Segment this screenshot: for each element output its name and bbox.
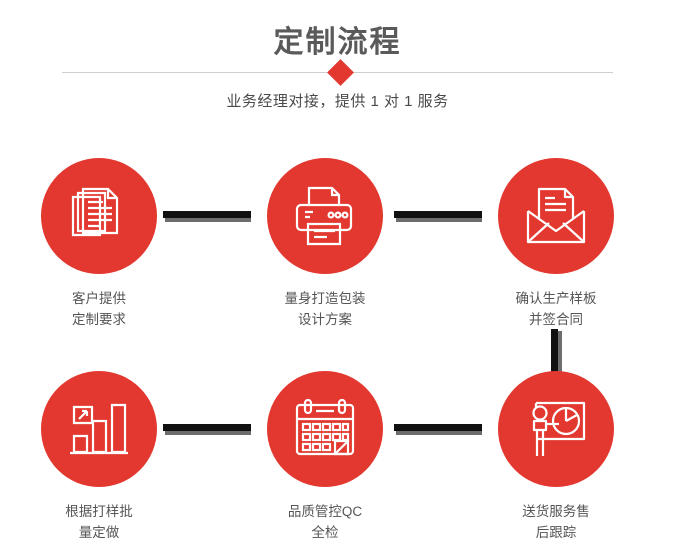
- bar-chart-icon: [70, 403, 128, 455]
- process-step-4[interactable]: 根据打样批 量定做: [19, 371, 179, 543]
- diamond-accent-icon: [327, 59, 354, 86]
- connector-horizontal-2: [394, 211, 482, 222]
- connector-horizontal-4: [394, 424, 482, 435]
- step-5-label: 品质管控QC 全检: [287, 504, 363, 540]
- documents-icon: [71, 187, 119, 237]
- connector-horizontal-3: [163, 424, 251, 435]
- connector-bar: [394, 424, 482, 431]
- step-3-label: 确认生产样板 并签合同: [515, 291, 597, 327]
- connector-shadow: [396, 218, 482, 222]
- connector-shadow: [165, 218, 251, 222]
- step-2-label: 量身打造包装 设计方案: [284, 291, 366, 327]
- envelope-icon: [526, 187, 586, 244]
- step-1-label: 客户提供 定制要求: [72, 291, 126, 327]
- process-step-1[interactable]: 客户提供 定制要求: [19, 158, 179, 330]
- step-4-label: 根据打样批 量定做: [65, 504, 133, 540]
- process-step-6[interactable]: 送货服务售 后跟踪: [476, 371, 636, 543]
- connector-shadow: [396, 431, 482, 435]
- connector-shadow: [165, 431, 251, 435]
- connector-shadow: [558, 331, 562, 375]
- connector-bar: [394, 211, 482, 218]
- step-4-circle: [41, 371, 157, 487]
- step-3-circle: [498, 158, 614, 274]
- process-step-2[interactable]: 量身打造包装 设计方案: [245, 158, 405, 330]
- presentation-icon: [532, 401, 586, 456]
- connector-horizontal-1: [163, 211, 251, 222]
- connector-bar: [551, 329, 558, 375]
- step-6-label: 送货服务售 后跟踪: [522, 504, 590, 540]
- connector-vertical-1: [551, 329, 562, 375]
- page-subtitle: 业务经理对接，提供 1 对 1 服务: [226, 93, 449, 110]
- connector-bar: [163, 424, 251, 431]
- page-title: 定制流程: [273, 26, 402, 59]
- step-5-circle: [267, 371, 383, 487]
- step-2-circle: [267, 158, 383, 274]
- step-6-circle: [498, 371, 614, 487]
- calendar-icon: [295, 398, 355, 456]
- step-1-circle: [41, 158, 157, 274]
- connector-bar: [163, 211, 251, 218]
- printer-icon: [295, 186, 353, 246]
- process-step-5[interactable]: 品质管控QC 全检: [245, 371, 405, 543]
- process-step-3[interactable]: 确认生产样板 并签合同: [476, 158, 636, 330]
